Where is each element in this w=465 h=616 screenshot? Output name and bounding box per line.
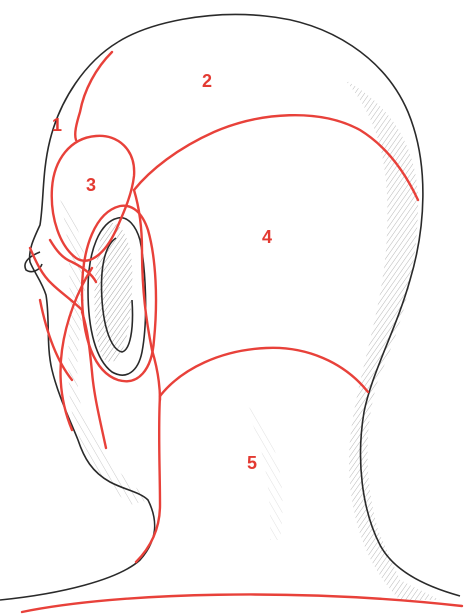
region-4-label: 4: [262, 228, 272, 246]
boundary-jaw-line: [40, 300, 72, 380]
boundary-forehead-line: [75, 52, 112, 140]
figure-shading: [60, 80, 440, 600]
boundary-neck-line: [136, 396, 160, 562]
boundary-shoulder-line: [22, 595, 462, 612]
region-1-label: 1: [52, 116, 62, 134]
region-3-label: 3: [86, 176, 96, 194]
boundary-region-4-5-line: [160, 348, 368, 396]
head-outline: [118, 14, 460, 596]
region-5-label: 5: [247, 454, 257, 472]
region-2-label: 2: [202, 72, 212, 90]
